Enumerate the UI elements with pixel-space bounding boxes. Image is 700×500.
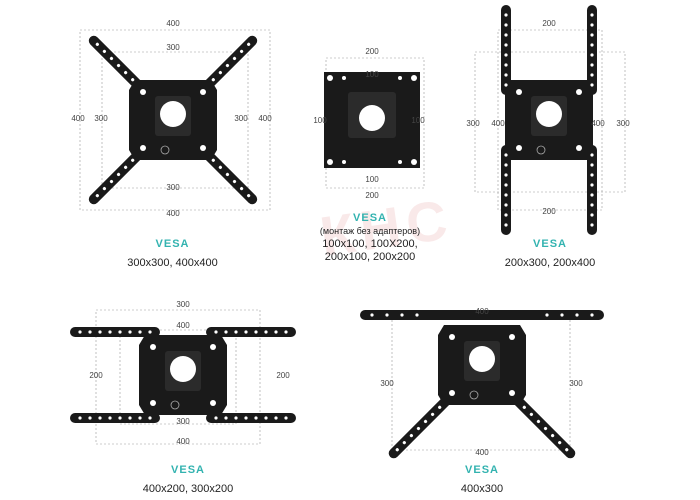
vesa-sizes: 200x300, 200x400 [504, 257, 596, 269]
vesa-note: (монтаж без адаптеров) [319, 226, 421, 236]
mount-illustration-4: 300 400 200 200 300 400 [70, 300, 296, 446]
caption-5: VESA 400x300 [420, 464, 544, 496]
dim-bottom-outer: 400 [166, 209, 180, 218]
caption-4: VESA 400x200, 300x200 [113, 464, 263, 496]
dim-bottom-outer: 400 [176, 437, 190, 446]
vesa-sizes: 400x300 [460, 483, 504, 495]
dim-bottom-outer: 200 [365, 191, 379, 200]
dim-left: 300 [380, 379, 394, 388]
caption-2: VESA (монтаж без адаптеров) 100x100, 100… [295, 212, 445, 264]
dim-left: 200 [89, 371, 103, 380]
mount-illustration-5: 400 300 300 400 [360, 307, 604, 461]
vesa-label: VESA [353, 212, 387, 224]
vesa-sizes-line2: 200x100, 200x200 [324, 251, 416, 263]
mount-illustration-2: 200 100 100 100 100 200 [313, 47, 425, 200]
dim-bottom: 400 [475, 448, 489, 457]
dim-top-inner: 300 [166, 43, 180, 52]
dim-left-outer: 300 [466, 119, 480, 128]
dim-top-outer: 400 [166, 19, 180, 28]
mount-illustration-3: 200 300 400 400 300 200 [466, 5, 630, 235]
dim-bottom-inner: 300 [166, 183, 180, 192]
dim-top-inner: 100 [365, 70, 379, 79]
dim-right-outer: 300 [616, 119, 630, 128]
dim-right: 300 [569, 379, 583, 388]
dim-top-outer: 300 [176, 300, 190, 309]
dim-top-outer: 200 [365, 47, 379, 56]
dim-bottom: 200 [542, 207, 556, 216]
dim-right-inner: 400 [591, 119, 605, 128]
dim-right: 100 [411, 116, 425, 125]
dim-bottom-inner: 100 [365, 175, 379, 184]
dim-top: 200 [542, 19, 556, 28]
dim-left-outer: 400 [71, 114, 85, 123]
vesa-label: VESA [155, 238, 190, 250]
dim-left-inner: 400 [491, 119, 505, 128]
vesa-label: VESA [171, 464, 205, 476]
dim-right: 200 [276, 371, 290, 380]
dim-bottom-inner: 300 [176, 417, 190, 426]
dim-left: 100 [313, 116, 327, 125]
vesa-label: VESA [533, 238, 567, 250]
dim-top-inner: 400 [176, 321, 190, 330]
dim-top: 400 [475, 307, 489, 316]
mount-illustration-1: 400 300 400 300 300 400 300 400 [71, 19, 272, 218]
dim-left-inner: 300 [94, 114, 108, 123]
caption-1: VESA 300x300, 400x400 [100, 238, 245, 270]
caption-3: VESA 200x300, 200x400 [475, 238, 625, 270]
vesa-sizes: 300x300, 400x400 [127, 257, 218, 269]
vesa-sizes: 400x200, 300x200 [142, 483, 234, 495]
vesa-label: VESA [465, 464, 499, 476]
vesa-sizes-line1: 100x100, 100X200, [322, 238, 418, 250]
dim-right-outer: 400 [258, 114, 272, 123]
dim-right-inner: 300 [234, 114, 248, 123]
